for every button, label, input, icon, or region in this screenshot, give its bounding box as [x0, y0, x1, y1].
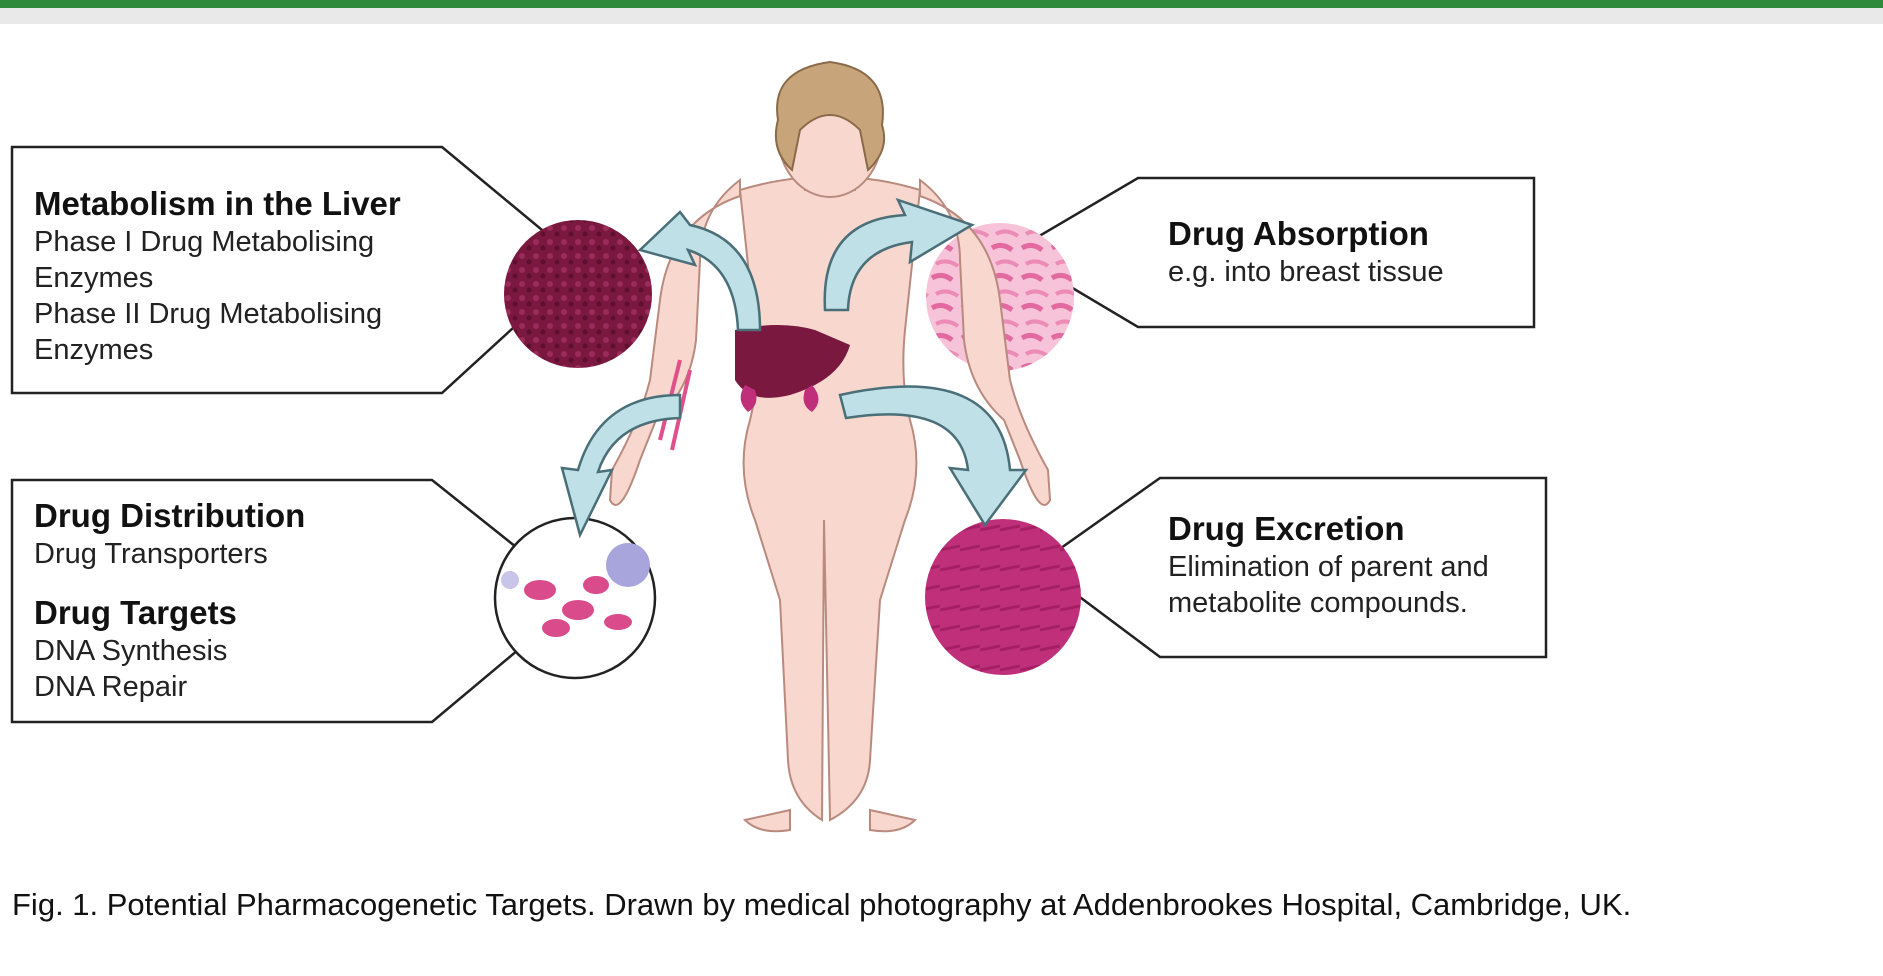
excretion-panel-line-1: Elimination of parent and	[1168, 550, 1489, 586]
absorption-panel: Drug Absorption e.g. into breast tissue	[1168, 214, 1444, 291]
excretion-panel: Drug Excretion Elimination of parent and…	[1168, 509, 1489, 622]
targets-panel-title: Drug Targets	[34, 593, 305, 634]
kidney-tissue-image	[925, 519, 1081, 675]
liver-panel-line-2: Enzymes	[34, 261, 401, 297]
distribution-panel: Drug Distribution Drug Transporters Drug…	[34, 496, 305, 706]
distribution-panel-title: Drug Distribution	[34, 496, 305, 537]
excretion-panel-title: Drug Excretion	[1168, 509, 1489, 550]
targets-panel-line-2: DNA Repair	[34, 670, 305, 706]
distribution-panel-line-1: Drug Transporters	[34, 537, 305, 573]
liver-panel-line-3: Phase II Drug Metabolising	[34, 297, 401, 333]
absorption-panel-line-1: e.g. into breast tissue	[1168, 255, 1444, 291]
targets-panel-line-1: DNA Synthesis	[34, 634, 305, 670]
excretion-panel-line-2: metabolite compounds.	[1168, 586, 1489, 622]
liver-tissue-image	[504, 220, 652, 368]
liver-panel-title: Metabolism in the Liver	[34, 184, 401, 225]
figure-caption: Fig. 1. Potential Pharmacogenetic Target…	[12, 887, 1872, 923]
liver-panel-line-1: Phase I Drug Metabolising	[34, 225, 401, 261]
absorption-panel-title: Drug Absorption	[1168, 214, 1444, 255]
liver-panel-line-4: Enzymes	[34, 333, 401, 369]
liver-panel: Metabolism in the Liver Phase I Drug Met…	[34, 184, 401, 369]
blood-cells-image	[495, 518, 655, 678]
